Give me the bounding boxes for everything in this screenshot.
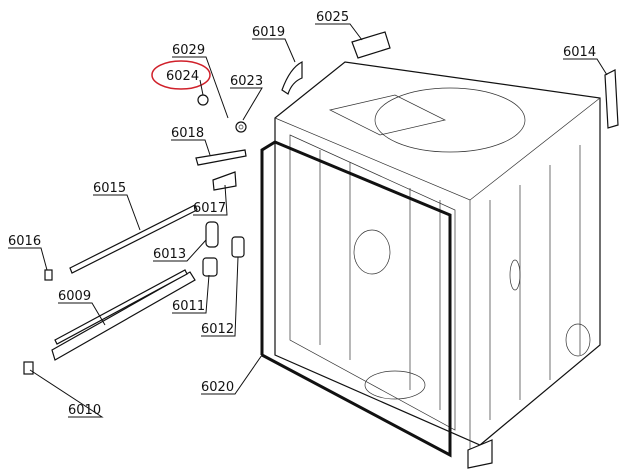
part-labels: 6025 6019 6029 6024 6023 6014 6018 6015 … [8, 10, 596, 418]
part-label-6016[interactable]: 6016 [8, 234, 41, 249]
small-parts [23, 31, 619, 375]
part-label-6017[interactable]: 6017 [193, 201, 226, 216]
part-label-6015[interactable]: 6015 [93, 181, 126, 196]
part-label-6014[interactable]: 6014 [563, 45, 596, 60]
part-label-6010[interactable]: 6010 [68, 403, 101, 418]
part-label-6019[interactable]: 6019 [252, 25, 285, 40]
part-label-6023[interactable]: 6023 [230, 74, 263, 89]
part-label-6018[interactable]: 6018 [171, 126, 204, 141]
dishwasher-tub [274, 61, 601, 469]
part-label-6024[interactable]: 6024 [166, 69, 199, 84]
door-seal-part [260, 140, 452, 458]
part-label-6009[interactable]: 6009 [58, 289, 91, 304]
part-label-6020[interactable]: 6020 [201, 380, 234, 395]
part-label-6012[interactable]: 6012 [201, 322, 234, 337]
highlight-ring-6024 [151, 60, 211, 90]
part-label-6013[interactable]: 6013 [153, 247, 186, 262]
part-label-6029[interactable]: 6029 [172, 43, 205, 58]
part-label-6011[interactable]: 6011 [172, 299, 205, 314]
part-label-6025[interactable]: 6025 [316, 10, 349, 25]
leader-lines [8, 23, 608, 418]
